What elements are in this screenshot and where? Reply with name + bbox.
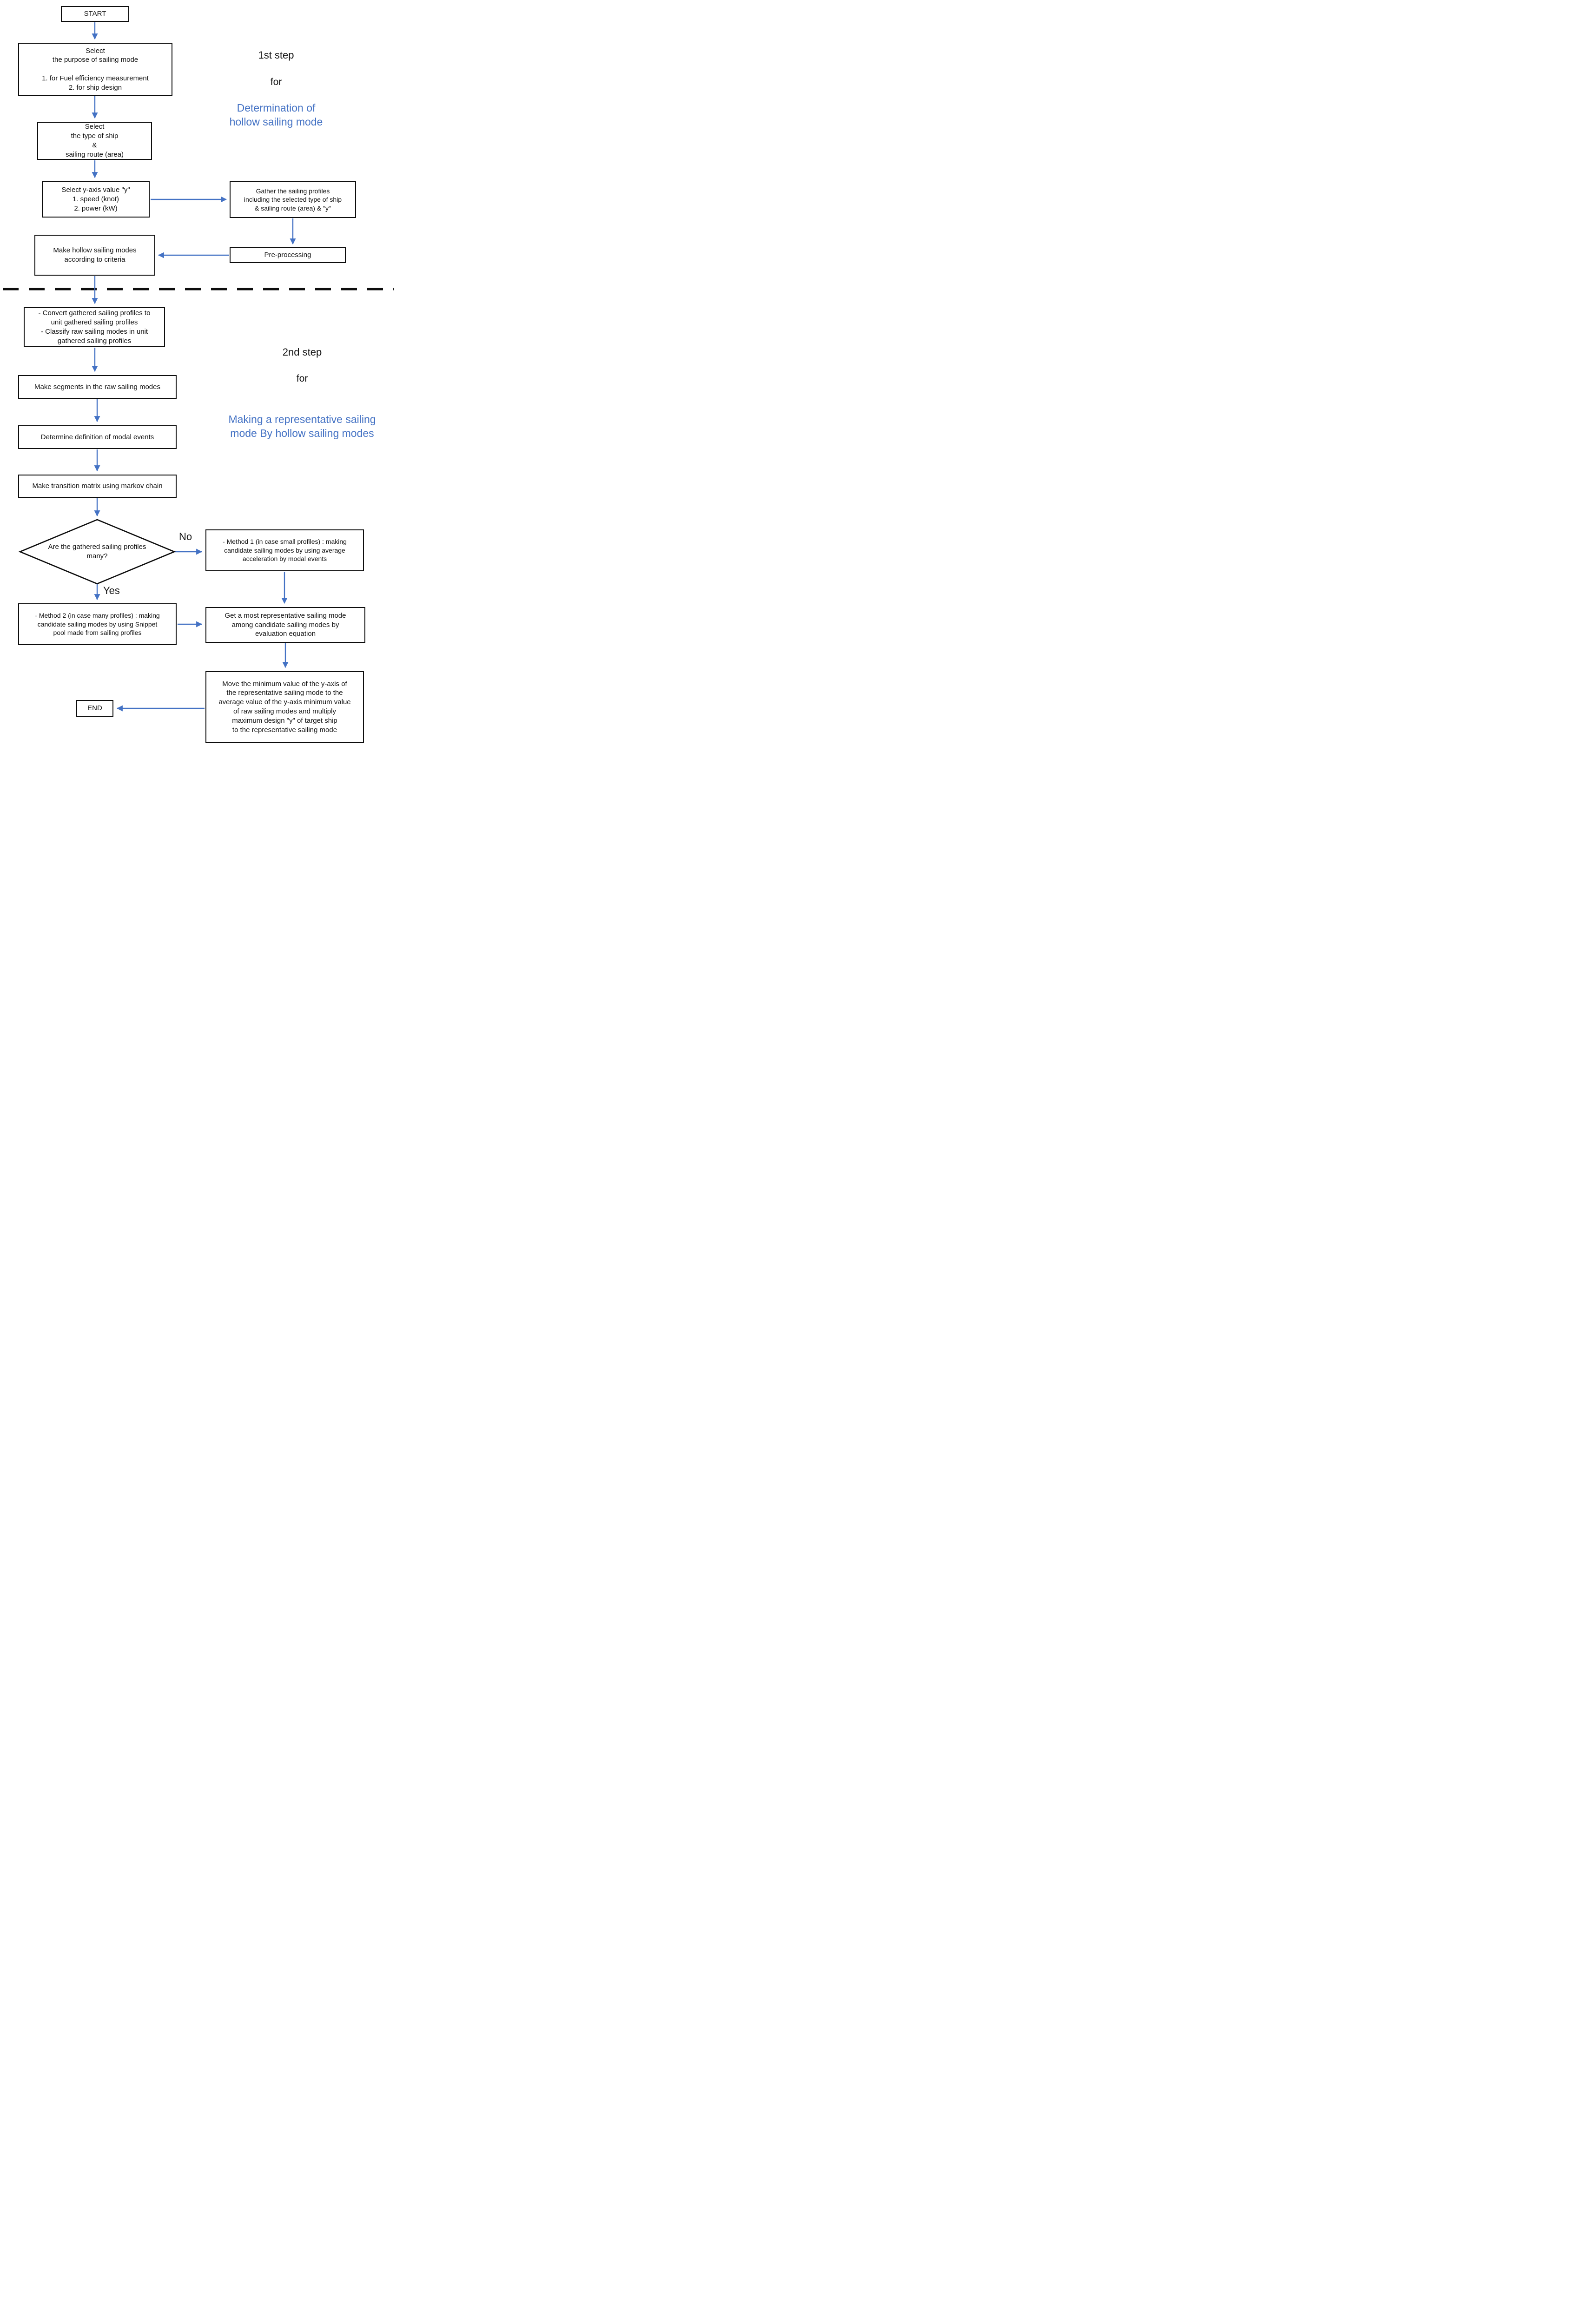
node-decision-profiles-many: Are the gathered sailing profiles many? — [48, 543, 146, 560]
node-move-minimum: Move the minimum value of the y-axis of … — [205, 671, 364, 743]
node-end: END — [76, 700, 113, 717]
decision-diamond-shape — [18, 519, 176, 585]
step1-title: Determination of hollow sailing mode — [229, 102, 323, 128]
node-select-ship-type: Select the type of ship & sailing route … — [37, 122, 152, 160]
connector-layer — [3, 22, 394, 712]
node-make-segments: Make segments in the raw sailing modes — [18, 375, 177, 399]
node-transition-matrix: Make transition matrix using markov chai… — [18, 475, 177, 498]
branch-label-no: No — [179, 531, 192, 542]
step2-title: Making a representative sailing mode By … — [228, 413, 376, 439]
node-method2: - Method 2 (in case many profiles) : mak… — [18, 603, 177, 645]
step1-for-label: for — [270, 77, 282, 87]
node-pre-processing: Pre-processing — [230, 247, 346, 263]
step1-heading: 1st step — [258, 49, 294, 61]
node-method1: - Method 1 (in case small profiles) : ma… — [205, 529, 364, 571]
node-select-purpose: Select the purpose of sailing mode 1. fo… — [18, 43, 172, 96]
node-start: START — [61, 6, 129, 22]
step2-for-label: for — [296, 373, 308, 384]
node-gather-profiles: Gather the sailing profiles including th… — [230, 181, 356, 218]
node-select-y-axis: Select y-axis value "y" 1. speed (knot) … — [42, 181, 150, 218]
branch-label-yes: Yes — [103, 585, 120, 596]
step2-heading: 2nd step — [282, 346, 322, 358]
flowchart-canvas: 1st step for Determination of hollow sai… — [0, 0, 396, 759]
node-modal-events: Determine definition of modal events — [18, 425, 177, 449]
node-make-hollow-modes: Make hollow sailing modes according to c… — [34, 235, 155, 276]
node-convert-classify: - Convert gathered sailing profiles to u… — [24, 307, 165, 347]
node-get-representative: Get a most representative sailing mode a… — [205, 607, 365, 643]
